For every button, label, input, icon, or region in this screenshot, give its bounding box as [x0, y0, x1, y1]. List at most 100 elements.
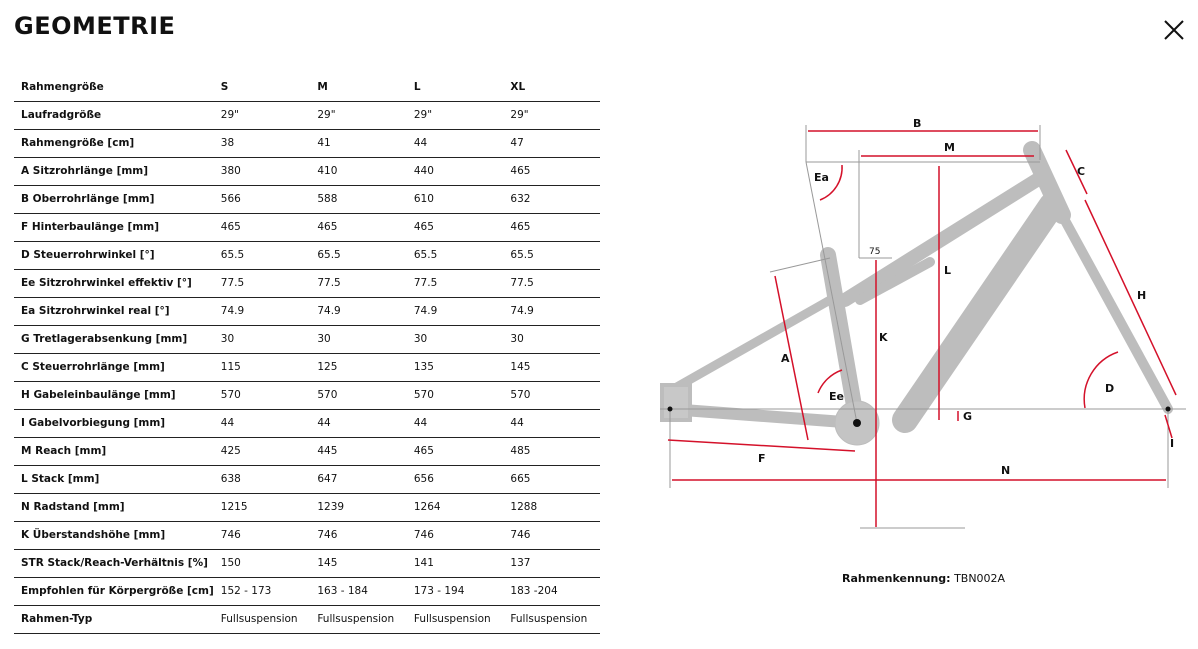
bike-geometry-diagram: B M L K A F N H C D Ea Ee G I 75	[660, 117, 1186, 529]
cell-value: 47	[503, 129, 600, 158]
row-label: C Steuerrohrlänge [mm]	[14, 353, 214, 382]
page-title: GEOMETRIE	[14, 12, 176, 40]
row-label: B Oberrohrlänge [mm]	[14, 185, 214, 214]
cell-value: 665	[503, 465, 600, 494]
cell-value: 74.9	[503, 297, 600, 326]
header-size: M	[310, 73, 407, 102]
cell-value: 77.5	[503, 269, 600, 298]
cell-value: 65.5	[406, 241, 504, 270]
cell-value: 445	[310, 437, 407, 466]
cell-value: 30	[503, 325, 600, 354]
label-i: I	[1170, 437, 1174, 450]
cell-value: 29"	[213, 101, 311, 130]
cell-value: 465	[503, 213, 600, 242]
cell-value: 77.5	[310, 269, 407, 298]
row-label: Ee Sitzrohrwinkel effektiv [°]	[14, 269, 214, 298]
cell-value: 163 - 184	[310, 577, 407, 606]
cell-value: 125	[310, 353, 407, 382]
cell-value: 29"	[406, 101, 504, 130]
row-label: M Reach [mm]	[14, 437, 214, 466]
cell-value: 145	[310, 549, 407, 578]
cell-value: 1239	[310, 493, 407, 522]
cell-value: 183 -204	[503, 577, 600, 606]
cell-value: 30	[406, 325, 504, 354]
pivot-points	[667, 406, 1171, 427]
cell-value: 465	[213, 213, 311, 242]
cell-value: 380	[213, 157, 311, 186]
cell-value: 1215	[213, 493, 311, 522]
cell-value: 570	[213, 381, 311, 410]
cell-value: 746	[310, 521, 407, 550]
cell-value: 65.5	[213, 241, 311, 270]
header-size: XL	[503, 73, 600, 102]
row-label: D Steuerrohrwinkel [°]	[14, 241, 214, 270]
label-f: F	[758, 452, 766, 465]
cell-value: 465	[503, 157, 600, 186]
cell-value: 570	[310, 381, 407, 410]
label-a: A	[781, 352, 790, 365]
label-n: N	[1001, 464, 1010, 477]
cell-value: Fullsuspension	[310, 605, 407, 634]
header-size: L	[406, 73, 504, 102]
cell-value: 141	[406, 549, 504, 578]
row-label: H Gabeleinbaulänge [mm]	[14, 381, 214, 410]
header-size: S	[213, 73, 311, 102]
frame-id-value: TBN002A	[954, 572, 1006, 585]
label-ee: Ee	[829, 390, 844, 403]
cell-value: 145	[503, 353, 600, 382]
cell-value: 65.5	[503, 241, 600, 270]
cell-value: 746	[213, 521, 311, 550]
cell-value: 30	[213, 325, 311, 354]
cell-value: 566	[213, 185, 311, 214]
cell-value: 29"	[503, 101, 600, 130]
cell-value: 152 - 173	[213, 577, 311, 606]
cell-value: 656	[406, 465, 504, 494]
cell-value: 465	[310, 213, 407, 242]
cell-value: 746	[406, 521, 504, 550]
row-label: Laufradgröße	[14, 101, 214, 130]
cell-value: Fullsuspension	[406, 605, 504, 634]
cell-value: 465	[406, 437, 504, 466]
row-label: Ea Sitzrohrwinkel real [°]	[14, 297, 214, 326]
label-d: D	[1105, 382, 1114, 395]
cell-value: 30	[310, 325, 407, 354]
cell-value: 570	[503, 381, 600, 410]
cell-value: 38	[213, 129, 311, 158]
cell-value: 44	[503, 409, 600, 438]
cell-value: 1288	[503, 493, 600, 522]
cell-value: 465	[406, 213, 504, 242]
cell-value: 74.9	[310, 297, 407, 326]
row-label: I Gabelvorbiegung [mm]	[14, 409, 214, 438]
cell-value: 173 - 194	[406, 577, 504, 606]
cell-value: 638	[213, 465, 311, 494]
close-icon[interactable]	[1163, 19, 1185, 41]
cell-value: 115	[213, 353, 311, 382]
cell-value: 77.5	[406, 269, 504, 298]
row-label: Rahmen-Typ	[14, 605, 214, 634]
cell-value: 74.9	[406, 297, 504, 326]
cell-value: 137	[503, 549, 600, 578]
label-m: M	[944, 141, 955, 154]
row-label: G Tretlagerabsenkung [mm]	[14, 325, 214, 354]
header-label: Rahmengröße	[14, 73, 214, 102]
row-label: L Stack [mm]	[14, 465, 214, 494]
cell-value: 150	[213, 549, 311, 578]
cell-value: 44	[310, 409, 407, 438]
label-h: H	[1137, 289, 1146, 302]
label-c: C	[1077, 165, 1085, 178]
cell-value: 588	[310, 185, 407, 214]
